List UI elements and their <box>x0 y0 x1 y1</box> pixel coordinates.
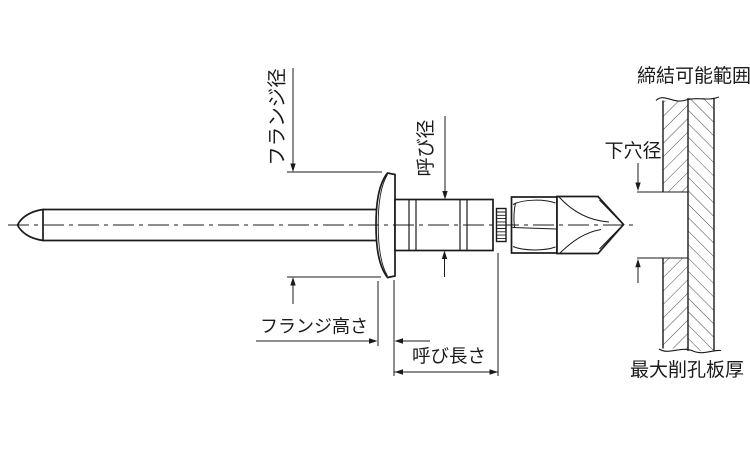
dim-nominal-diameter: 呼び径 <box>415 116 448 277</box>
arrow-right <box>369 338 378 344</box>
near-plate-hatch-upper <box>663 100 688 192</box>
arrow-up <box>290 277 296 286</box>
mandrel-stem <box>16 208 379 242</box>
flange-diameter-label: フランジ径 <box>266 68 289 166</box>
arrow-left <box>394 338 403 344</box>
dim-lines <box>394 253 499 376</box>
arrow-down <box>635 182 641 191</box>
max-plate-thickness-label: 最大削孔板厚 <box>630 359 744 381</box>
dim-lines <box>256 280 430 376</box>
arrow-up <box>441 250 448 259</box>
fastening-range-label: 締結可能範囲 <box>637 65 750 87</box>
dim-nominal-length: 呼び長さ <box>394 253 499 376</box>
pilot-hole-diameter-label: 下穴径 <box>604 140 661 162</box>
arrow-down <box>442 191 448 200</box>
plate-break-line-bottom <box>658 348 722 354</box>
plates <box>637 96 722 354</box>
dim-flange-diameter: フランジ径 <box>266 68 382 304</box>
plate-edges <box>662 98 715 351</box>
arrow-right <box>489 369 498 375</box>
arrow-left <box>394 369 403 375</box>
drill-point-facets <box>599 199 621 250</box>
nominal-diameter-label: 呼び径 <box>415 119 437 176</box>
dim-lines <box>287 68 382 304</box>
near-plate-hatch-lower <box>663 258 688 349</box>
dim-flange-height: フランジ高さ <box>256 280 430 376</box>
drill-point-outline <box>556 195 625 255</box>
flange-height-label: フランジ高さ <box>260 317 368 338</box>
dim-pilot-hole: 下穴径 <box>604 140 662 283</box>
far-plate-hatch <box>688 98 714 351</box>
nominal-length-label: 呼び長さ <box>412 347 486 368</box>
dim-lines <box>444 116 446 277</box>
plate-break-line-top <box>655 96 720 102</box>
arrow-down <box>290 163 296 172</box>
drill-point-flutes <box>558 196 610 254</box>
arrow-up <box>635 258 641 268</box>
head-flute-curves <box>512 199 557 251</box>
